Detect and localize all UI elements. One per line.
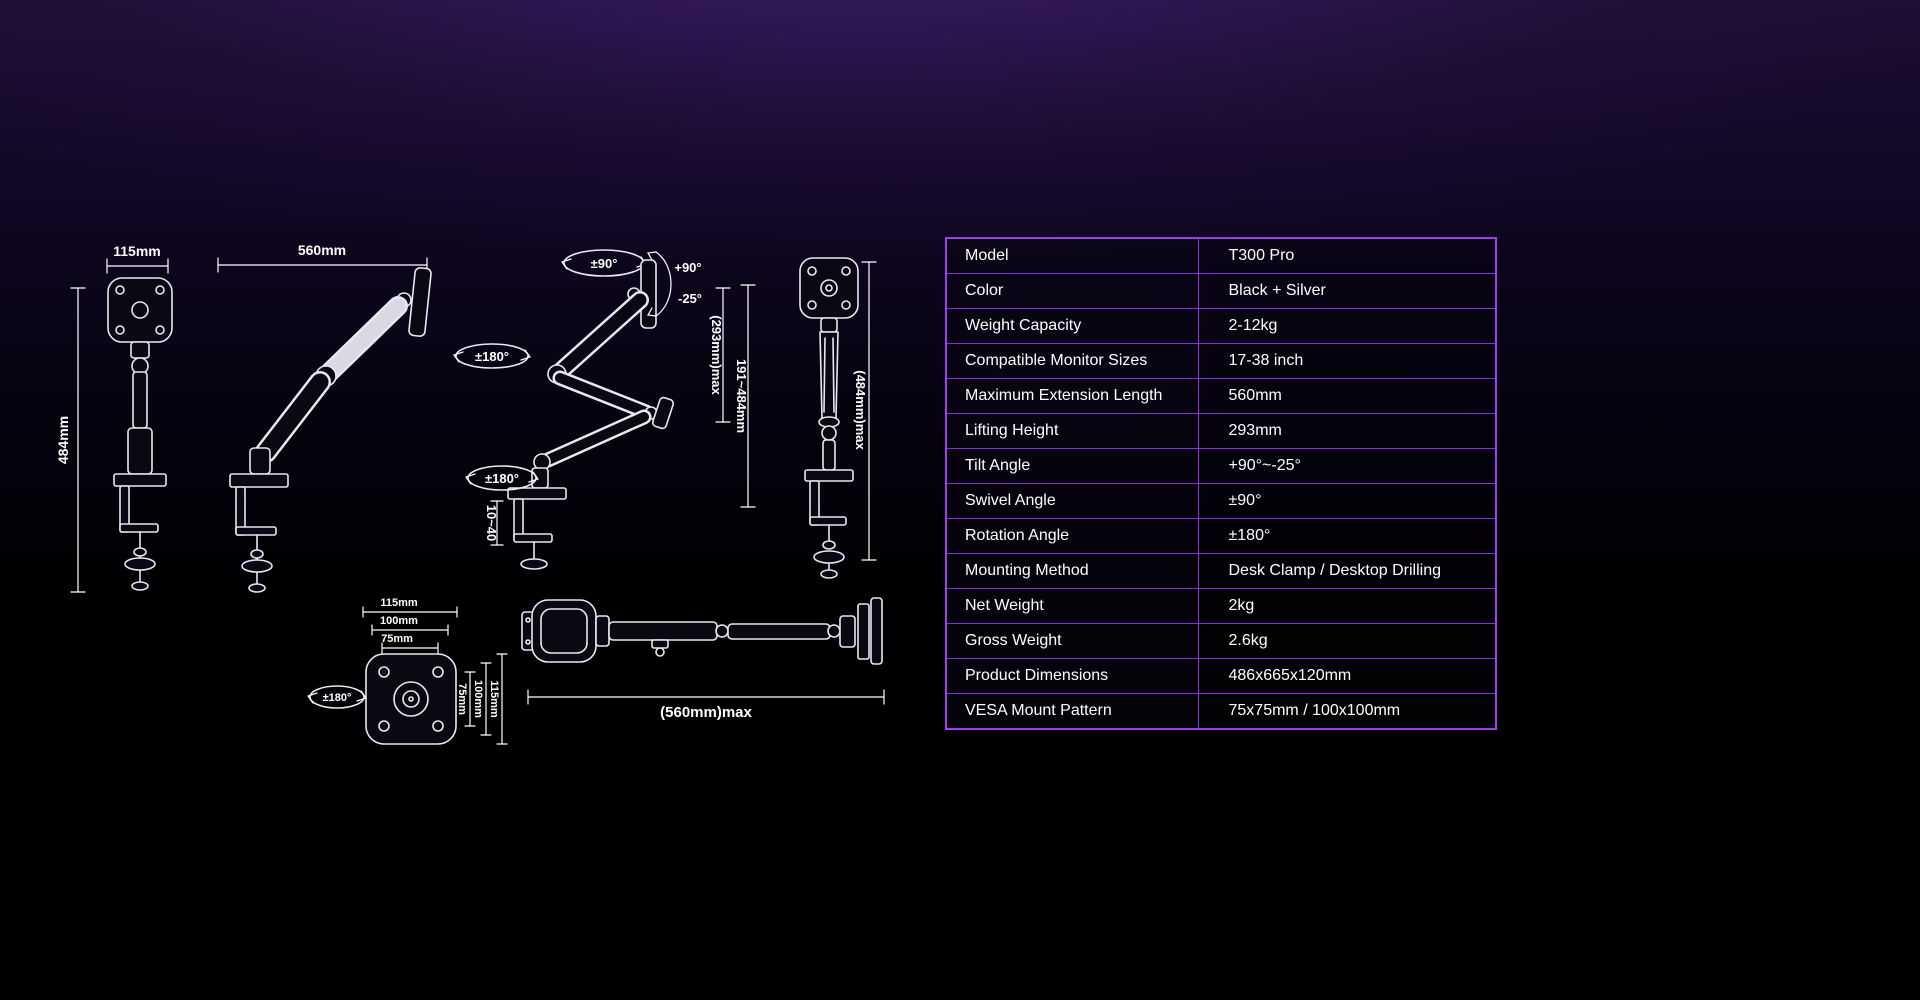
spec-row: Tilt Angle +90°~-25° xyxy=(945,448,1497,484)
vesa-side-115-label: 115mm xyxy=(488,680,500,718)
rotation-angle-base-label: ±180° xyxy=(485,471,519,486)
spec-row: Lifting Height 293mm xyxy=(945,413,1497,449)
lift-height-dim-label: (293mm)max xyxy=(709,315,724,395)
spec-row: Net Weight 2kg xyxy=(945,588,1497,624)
front-width-dim-label: 115mm xyxy=(113,243,160,259)
spec-value: 17-38 inch xyxy=(1197,343,1497,379)
vesa-rotation-label: ±180° xyxy=(323,692,352,704)
figure-side-view: 560mm xyxy=(217,242,432,593)
spec-label: Mounting Method xyxy=(945,553,1199,589)
spec-label: Net Weight xyxy=(945,588,1199,624)
tilt-up-angle-label: +90° xyxy=(674,260,701,275)
spec-value: 2.6kg xyxy=(1197,623,1497,659)
height-range-dim-label: 191~484mm xyxy=(734,359,749,433)
spec-label: Lifting Height xyxy=(945,413,1199,449)
spec-label: VESA Mount Pattern xyxy=(945,693,1199,730)
spec-value: 560mm xyxy=(1197,378,1497,414)
front-height-dim-label: 484mm xyxy=(55,416,71,464)
vesa-top-100-label: 100mm xyxy=(380,615,418,627)
spec-row: VESA Mount Pattern 75x75mm / 100x100mm xyxy=(945,693,1497,730)
spec-value: T300 Pro xyxy=(1197,237,1497,274)
vesa-side-75-label: 75mm xyxy=(456,683,468,715)
spec-label: Gross Weight xyxy=(945,623,1199,659)
figure-rear-view: (484mm)max xyxy=(799,257,877,579)
vesa-top-75-label: 75mm xyxy=(381,633,413,645)
spec-label: Compatible Monitor Sizes xyxy=(945,343,1199,379)
top-extension-dim-label: (560mm)max xyxy=(660,704,752,721)
vesa-top-115-label: 115mm xyxy=(380,597,418,609)
spec-value: ±180° xyxy=(1197,518,1497,554)
spec-label: Swivel Angle xyxy=(945,483,1199,519)
figure-front-view: 115mm 484mm xyxy=(55,243,173,593)
spec-value: Black + Silver xyxy=(1197,273,1497,309)
spec-row: Weight Capacity 2-12kg xyxy=(945,308,1497,344)
tilt-down-angle-label: -25° xyxy=(678,291,702,306)
spec-table: Model T300 Pro Color Black + Silver Weig… xyxy=(945,237,1497,730)
swivel-angle-label: ±90° xyxy=(591,256,618,271)
spec-value: Desk Clamp / Desktop Drilling xyxy=(1197,553,1497,589)
spec-label: Color xyxy=(945,273,1199,309)
spec-row: Product Dimensions 486x665x120mm xyxy=(945,658,1497,694)
spec-value: 2-12kg xyxy=(1197,308,1497,344)
spec-row: Swivel Angle ±90° xyxy=(945,483,1497,519)
spec-label: Weight Capacity xyxy=(945,308,1199,344)
spec-row: Model T300 Pro xyxy=(945,237,1497,274)
side-extension-dim-label: 560mm xyxy=(298,242,346,258)
rotation-angle-upper-label: ±180° xyxy=(475,349,509,364)
technical-drawings: 115mm 484mm xyxy=(55,242,885,745)
figure-vesa-detail: 115mm 100mm 75mm 75mm 100mm xyxy=(307,597,508,745)
spec-label: Model xyxy=(945,237,1199,274)
vesa-side-100-label: 100mm xyxy=(472,680,484,718)
spec-label: Product Dimensions xyxy=(945,658,1199,694)
spec-label: Maximum Extension Length xyxy=(945,378,1199,414)
spec-label: Tilt Angle xyxy=(945,448,1199,484)
spec-row: Gross Weight 2.6kg xyxy=(945,623,1497,659)
spec-row: Color Black + Silver xyxy=(945,273,1497,309)
spec-value: +90°~-25° xyxy=(1197,448,1497,484)
spec-value: 2kg xyxy=(1197,588,1497,624)
clamp-range-dim-label: 10~40 xyxy=(484,505,499,542)
spec-value: 75x75mm / 100x100mm xyxy=(1197,693,1497,730)
spec-value: 486x665x120mm xyxy=(1197,658,1497,694)
spec-label: Rotation Angle xyxy=(945,518,1199,554)
spec-row: Rotation Angle ±180° xyxy=(945,518,1497,554)
figure-top-view: (560mm)max xyxy=(521,597,885,721)
spec-row: Compatible Monitor Sizes 17-38 inch xyxy=(945,343,1497,379)
figure-articulated-view: ±90° +90° -25° (293mm)max 191~484mm xyxy=(453,249,756,570)
rear-height-dim-label: (484mm)max xyxy=(853,370,868,450)
spec-row: Maximum Extension Length 560mm xyxy=(945,378,1497,414)
spec-value: ±90° xyxy=(1197,483,1497,519)
spec-value: 293mm xyxy=(1197,413,1497,449)
spec-row: Mounting Method Desk Clamp / Desktop Dri… xyxy=(945,553,1497,589)
